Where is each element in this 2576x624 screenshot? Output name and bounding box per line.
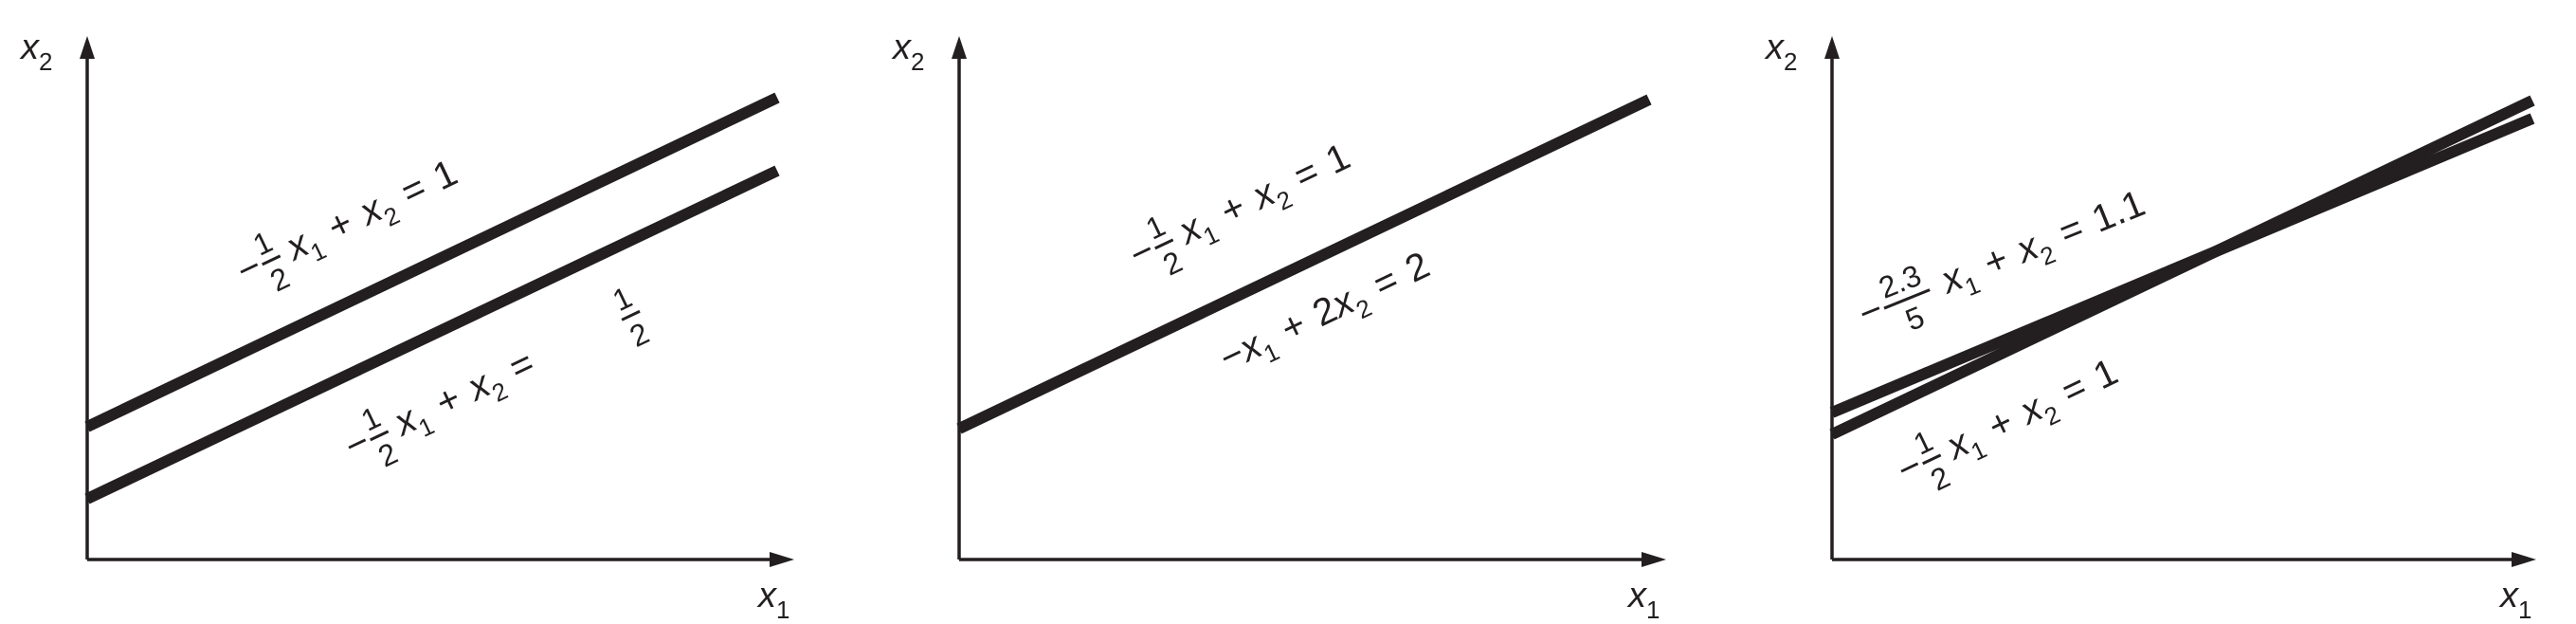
panel-nearly-parallel: x2 x1 − 2.3 5 x1+x2=1.1 − 1 2 x1+x2=1 bbox=[1764, 28, 2536, 624]
panel-parallel: x2 x1 − 1 2 x1+x2=1 − 1 2 x1+x2= 1 bbox=[19, 28, 794, 624]
y-axis-arrow bbox=[952, 36, 967, 59]
x-axis-label: x1 bbox=[756, 576, 789, 624]
x-axis-arrow bbox=[1642, 552, 1666, 567]
equation-top: − 1 2 x1+x2=1 bbox=[1123, 136, 1359, 283]
frac-denominator: 5 bbox=[1900, 300, 1929, 338]
equation-text: x1+x2= bbox=[386, 342, 543, 452]
y-axis-arrow bbox=[80, 36, 95, 59]
frac-bar bbox=[370, 430, 390, 442]
x-axis-label: x1 bbox=[2498, 576, 2531, 624]
frac-bar bbox=[262, 254, 281, 266]
x-axis-label: x1 bbox=[1626, 576, 1660, 624]
equation-text: −x1+2x2=2 bbox=[1213, 244, 1440, 386]
frac-denominator: 2 bbox=[264, 260, 295, 298]
axes bbox=[952, 36, 1666, 567]
frac-denominator: 2 bbox=[372, 435, 403, 473]
frac-bar bbox=[1922, 453, 1942, 466]
rhs-frac-bar bbox=[621, 309, 641, 321]
axes bbox=[1824, 36, 2536, 567]
rhs-numerator: 1 bbox=[608, 280, 638, 318]
frac-denominator: 2 bbox=[1925, 459, 1955, 497]
rhs-denominator: 2 bbox=[625, 316, 655, 354]
x-axis-arrow bbox=[770, 552, 794, 567]
frac-bar bbox=[1883, 288, 1931, 310]
equation-bottom: − 1 2 x1+x2=1 bbox=[1891, 351, 2124, 498]
equation-text: x1+x2=1 bbox=[1170, 136, 1359, 260]
axes bbox=[80, 36, 794, 567]
y-axis-label: x2 bbox=[1764, 28, 1797, 76]
line-bottom bbox=[84, 165, 780, 505]
line-shallower bbox=[1829, 95, 2535, 440]
equation-top: − 1 2 x1+x2=1 bbox=[230, 152, 463, 299]
y-axis-label: x2 bbox=[19, 28, 52, 76]
frac-denominator: 2 bbox=[1157, 244, 1188, 282]
line-coincident bbox=[956, 94, 1652, 434]
y-axis-label: x2 bbox=[891, 28, 924, 76]
equation-bottom: −x1+2x2=2 bbox=[1213, 244, 1440, 386]
y-axis-arrow bbox=[1824, 36, 1840, 59]
x-axis-arrow bbox=[2512, 552, 2536, 567]
line-top bbox=[84, 92, 780, 432]
panel-coincident: x2 x1 − 1 2 x1+x2=1 −x1+2x2=2 bbox=[891, 28, 1666, 624]
frac-numerator: 2.3 bbox=[1874, 258, 1926, 305]
equation-top: − 2.3 5 x1+x2=1.1 bbox=[1853, 182, 2150, 338]
frac-bar bbox=[1154, 238, 1174, 250]
